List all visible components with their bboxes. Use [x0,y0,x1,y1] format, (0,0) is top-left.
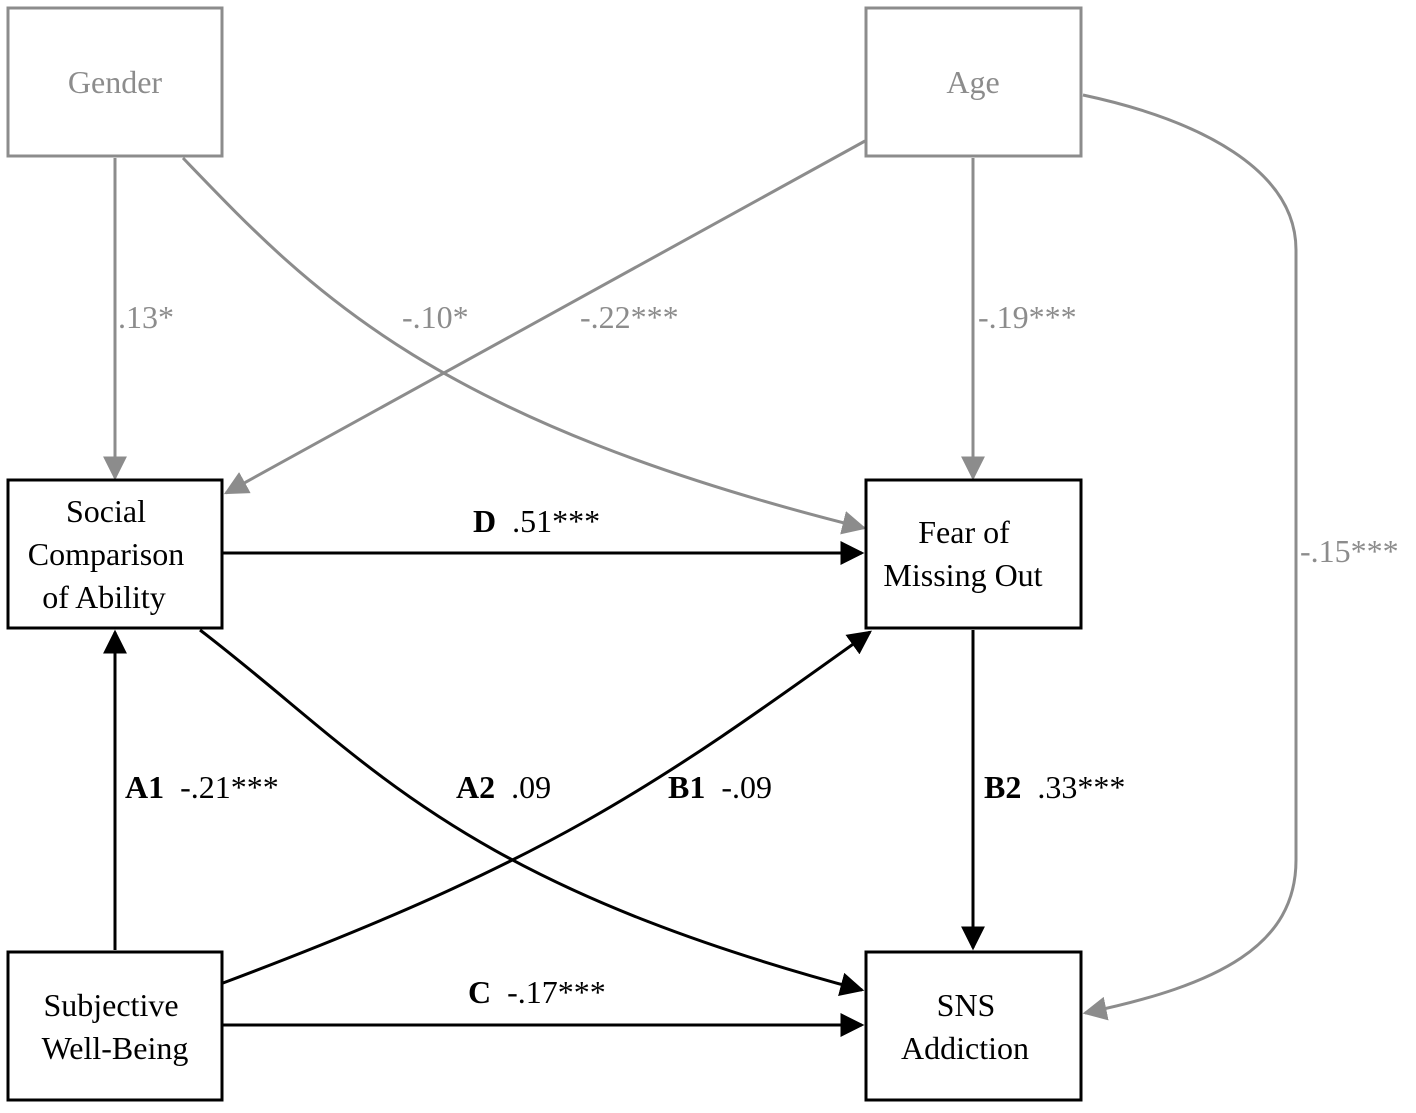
node-fomo-label: Fear of Missing Out [883,514,1042,593]
path-letter-c: C [468,974,491,1010]
label-b1: B1 -.09 [668,769,772,805]
coef-a2: .09 [511,769,551,805]
edge-gender-to-fomo [181,156,867,535]
edge-age-to-social-comparison [223,139,866,495]
coef-b2: .33*** [1037,769,1125,805]
coef-d: .51*** [512,503,600,539]
node-subjective-well-being-label: Subjective Well-Being [42,987,189,1066]
node-subjective-well-being-line-1: Subjective [43,987,178,1023]
label-a2: A2 .09 [456,769,551,805]
node-fomo: Fear of Missing Out [864,478,1083,630]
coef-b1: -.09 [721,769,772,805]
node-social-comparison-box [6,478,224,630]
node-age-label: Age [946,64,999,100]
node-social-comparison-line-1: Social [66,493,146,529]
node-sns-addiction-line-2: Addiction [901,1030,1029,1066]
path-letter-a1: A1 [125,769,164,805]
coef-c: -.17*** [507,974,606,1010]
node-gender-line-1: Gender [68,64,163,100]
path-letter-a2: A2 [456,769,495,805]
label-age-to-fomo: -.19*** [978,299,1077,335]
label-d: D .51*** [473,503,600,539]
edge-b1 [222,630,872,985]
node-social-comparison-line-2: Comparison [28,536,184,572]
node-gender: Gender [6,6,224,158]
label-b2: B2 .33*** [984,769,1125,805]
edge-a2 [199,628,865,997]
node-fomo-line-2: Missing Out [883,557,1042,593]
coef-a1: -.21*** [180,769,279,805]
label-a1: A1 -.21*** [125,769,279,805]
node-subjective-well-being-line-2: Well-Being [42,1030,189,1066]
label-age-to-social-comparison: -.22*** [580,299,679,335]
node-subjective-well-being: Subjective Well-Being [6,950,224,1102]
path-letter-b1: B1 [668,769,705,805]
node-social-comparison-label: Social Comparison of Ability [28,493,192,615]
label-age-to-sns-addiction: -.15*** [1300,533,1399,569]
node-sns-addiction: SNS Addiction [864,950,1083,1102]
node-sns-addiction-label: SNS Addiction [901,987,1029,1066]
node-gender-box [6,6,224,158]
node-fomo-line-1: Fear of [918,514,1010,550]
node-gender-label: Gender [68,64,163,100]
node-sns-addiction-line-1: SNS [937,987,996,1023]
node-social-comparison: Social Comparison of Ability [6,478,224,630]
node-age-line-1: Age [946,64,999,100]
node-age: Age [864,6,1083,158]
label-c: C -.17*** [468,974,606,1010]
node-subjective-well-being-box [6,950,224,1102]
node-social-comparison-line-3: of Ability [42,579,166,615]
path-letter-d: D [473,503,496,539]
edge-age-to-sns-addiction [1082,93,1298,1021]
label-gender-to-social-comparison: .13* [118,299,174,335]
node-sns-addiction-box [864,950,1083,1102]
label-gender-to-fomo: -.10* [402,299,469,335]
node-fomo-box [864,478,1083,630]
node-age-box [864,6,1083,158]
path-letter-b2: B2 [984,769,1021,805]
